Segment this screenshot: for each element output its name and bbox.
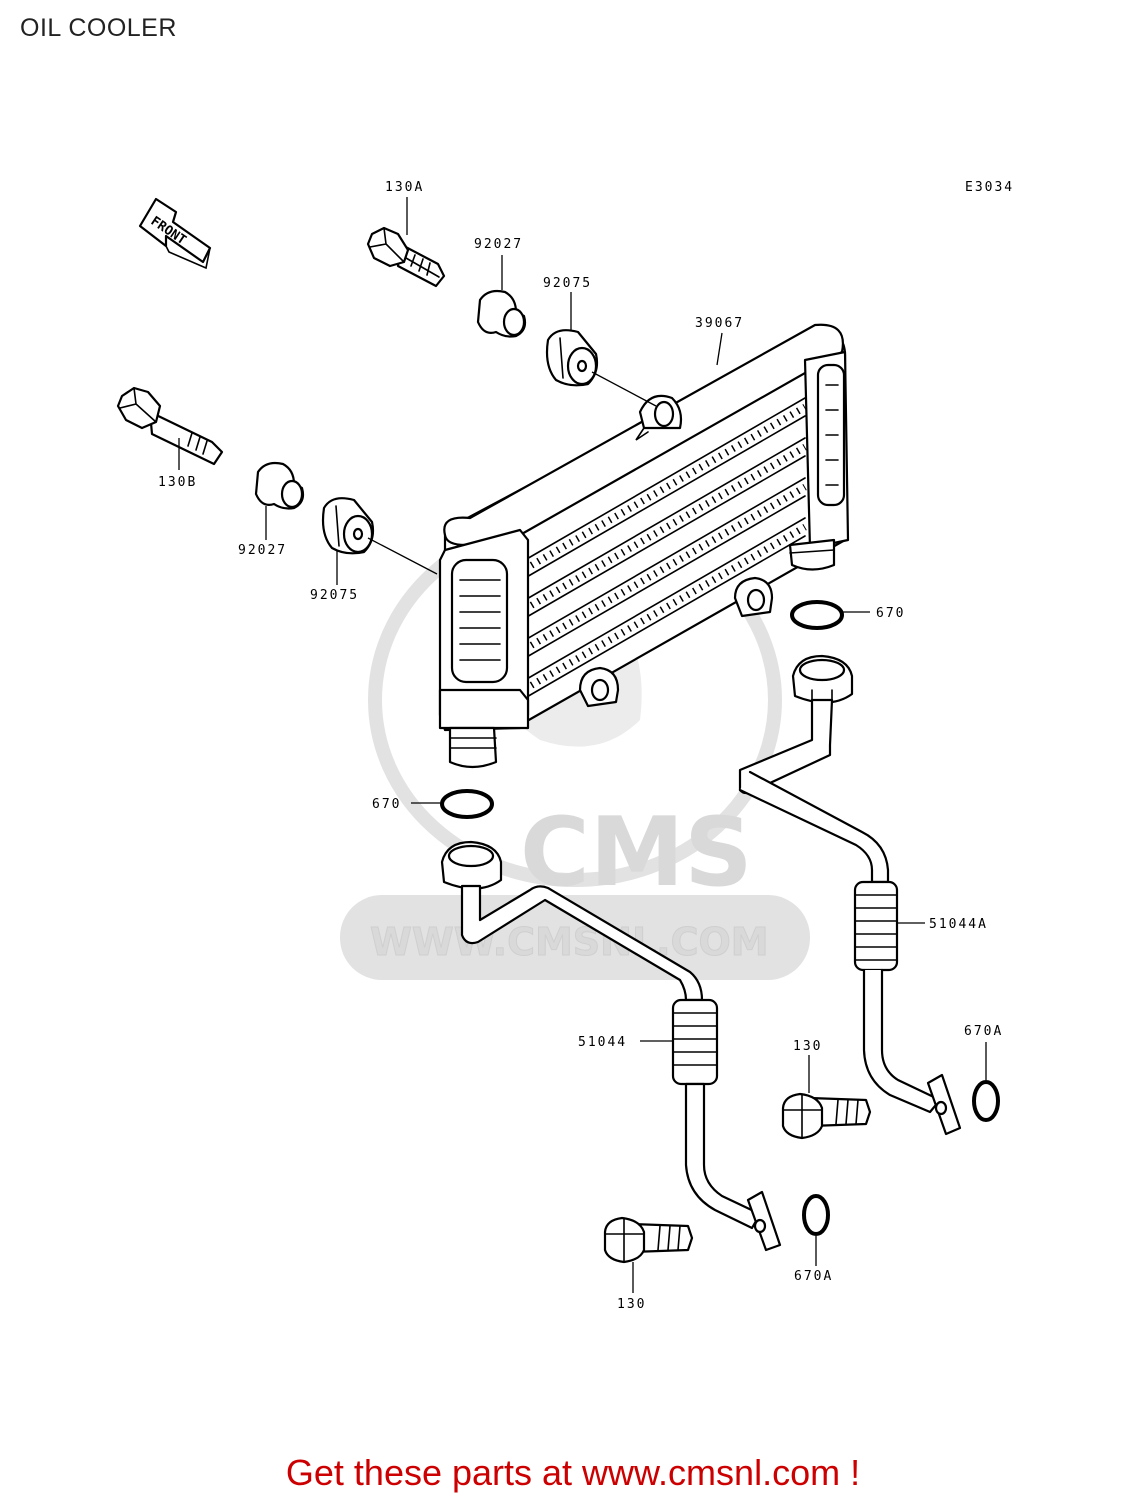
collar-92027-top bbox=[476, 289, 527, 338]
part-label-51044a: 51044A bbox=[929, 917, 988, 932]
grommet-92075-left bbox=[321, 497, 375, 555]
part-label-670a-right: 670A bbox=[964, 1024, 1003, 1039]
footer-promo-link[interactable]: Get these parts at www.cmsnl.com ! bbox=[285, 1452, 861, 1493]
part-label-130a: 130A bbox=[385, 180, 424, 195]
oil-cooler-39067 bbox=[438, 323, 850, 769]
bolt-130a bbox=[366, 226, 446, 288]
o-ring-670a-bottom bbox=[802, 1194, 830, 1236]
part-label-92075-top: 92075 bbox=[543, 276, 592, 291]
part-label-130-right: 130 bbox=[793, 1039, 822, 1054]
leader-lines bbox=[178, 197, 987, 1293]
diagram-code: E3034 bbox=[965, 180, 1014, 195]
oil-hose-51044 bbox=[440, 840, 782, 1252]
o-ring-670a-right bbox=[972, 1080, 1000, 1122]
part-label-130b: 130B bbox=[158, 475, 197, 490]
part-label-130-bottom: 130 bbox=[617, 1297, 646, 1312]
bolt-130b bbox=[116, 386, 224, 466]
part-label-39067: 39067 bbox=[695, 316, 744, 331]
bolt-130-bottom bbox=[603, 1216, 694, 1264]
page-title: OIL COOLER bbox=[20, 14, 177, 42]
part-label-670-right: 670 bbox=[876, 606, 905, 621]
part-label-92027-left: 92027 bbox=[238, 543, 287, 558]
part-label-51044: 51044 bbox=[578, 1035, 627, 1050]
collar-92027-left bbox=[254, 461, 305, 510]
part-label-670-left: 670 bbox=[372, 797, 401, 812]
watermark-brand: CMS bbox=[520, 798, 753, 908]
bolt-130-right bbox=[781, 1092, 872, 1140]
part-label-92075-left: 92075 bbox=[310, 588, 359, 603]
grommet-92075-top bbox=[545, 329, 599, 387]
watermark-url: WWW.CMSNL.COM bbox=[370, 920, 769, 964]
o-ring-670-right bbox=[790, 600, 844, 630]
oil-hose-51044a bbox=[738, 654, 962, 1136]
part-label-670a-bottom: 670A bbox=[794, 1269, 833, 1284]
part-label-92027-top: 92027 bbox=[474, 237, 523, 252]
cooler-fins bbox=[523, 397, 807, 699]
o-ring-670-left bbox=[440, 789, 494, 819]
front-arrow: FRONT bbox=[138, 197, 212, 270]
